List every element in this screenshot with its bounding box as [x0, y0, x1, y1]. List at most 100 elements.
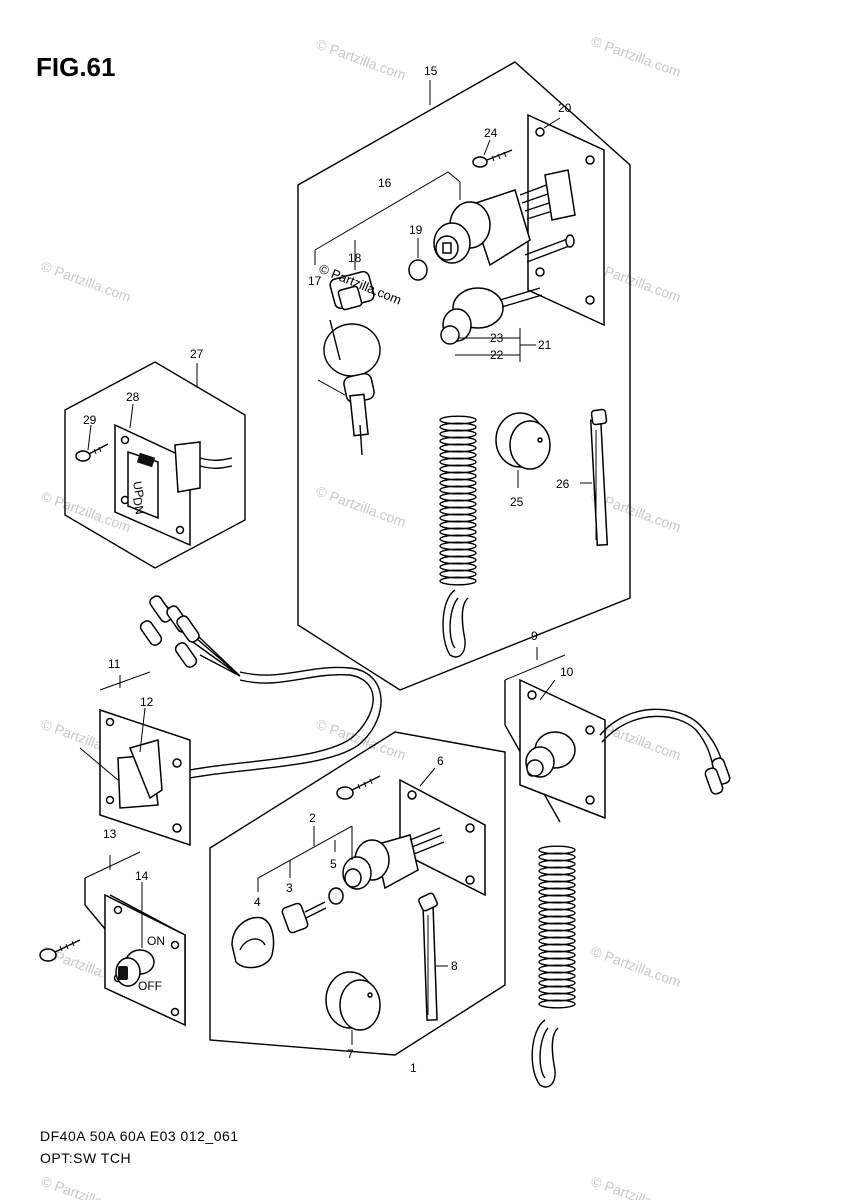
group-outline-15: [297, 61, 631, 691]
cap-25: [495, 412, 551, 470]
cable-end: [565, 234, 575, 248]
callout-9: 9: [531, 629, 538, 643]
mounting-plate-20: [527, 113, 605, 327]
leader-line: [483, 139, 491, 156]
leader-line: [543, 117, 561, 129]
plate-hole: [585, 725, 595, 735]
plate-hole: [535, 127, 545, 137]
washer-5: [328, 887, 344, 905]
plate-hole: [585, 795, 595, 805]
callout-15: 15: [424, 64, 438, 78]
leader-line: [504, 654, 566, 681]
connector: [149, 595, 173, 623]
watermark: © Partzilla.com: [39, 258, 133, 305]
screw: [39, 939, 81, 962]
washer-19: [408, 259, 428, 281]
key-switch-1: [342, 827, 445, 890]
watermark: © Partzilla.com: [589, 1173, 683, 1200]
callout-1: 1: [410, 1061, 417, 1075]
callout-21: 21: [538, 338, 552, 352]
callout-29: 29: [83, 413, 97, 427]
switch-label-on: ON: [147, 934, 165, 948]
key-3: [281, 901, 327, 934]
switch-wire: [199, 457, 233, 469]
callout-20: 20: [558, 101, 572, 115]
callout-19: 19: [409, 223, 423, 237]
switch-cable-12: [189, 673, 374, 771]
callout-6: 6: [437, 754, 444, 768]
leader-line: [419, 767, 436, 787]
switch-housing: [174, 441, 201, 493]
callout-26: 26: [556, 477, 570, 491]
plate-hole: [465, 823, 475, 833]
mounting-plate-6: [399, 778, 486, 897]
screw-29: [75, 443, 109, 462]
callout-3: 3: [286, 881, 293, 895]
plate-hole: [585, 295, 595, 305]
cable-tie-8: [418, 892, 438, 1021]
toggle-switch-14: [115, 949, 155, 987]
assembly-27-panel: UP DN: [64, 361, 246, 569]
ignition-key-switch: [433, 169, 576, 267]
switch-label-dn: DN: [130, 496, 147, 516]
coiled-lanyard-9: [538, 845, 576, 1009]
group-bracket-16: [314, 171, 461, 251]
group-outline-1: [209, 731, 506, 1056]
screw-24: [472, 149, 513, 168]
leader-line: [79, 747, 119, 781]
callout-13: 13: [103, 827, 117, 841]
leader-line: [129, 403, 134, 429]
assembly-9-panel: [504, 647, 731, 1088]
leader-line: [87, 424, 92, 451]
watermark: © Partzilla.com: [314, 36, 408, 83]
screw: [336, 775, 381, 800]
plate-hole: [172, 823, 182, 833]
switch-label-up: UP: [130, 480, 147, 499]
watermark: © Partzilla.com: [589, 33, 683, 80]
callout-17: 17: [308, 274, 322, 288]
callout-7: 7: [347, 1047, 354, 1061]
callout-28: 28: [126, 390, 140, 404]
lanyard-clip: [442, 589, 469, 658]
assembly-1-panel: [209, 731, 506, 1056]
switch-label-off: OFF: [138, 979, 162, 993]
coil-loop: [538, 999, 576, 1009]
leader-line: [539, 679, 556, 701]
connector: [704, 767, 724, 795]
assembly-15-panel: [297, 61, 631, 691]
connector: [139, 620, 163, 646]
key-cover-4: [231, 916, 275, 969]
cap-7: [325, 971, 381, 1031]
callout-25: 25: [510, 495, 524, 509]
assembly-11-group: [79, 595, 382, 847]
group-bracket-2: [257, 825, 353, 879]
watermark: © Partzilla.com: [314, 716, 408, 763]
watermark: © Partzilla.com: [39, 1173, 133, 1200]
footer-diagram-name: OPT:SW TCH: [40, 1150, 132, 1166]
lanyard-clip-9: [531, 1019, 559, 1088]
plate-hole: [535, 267, 545, 277]
rocker-tab: [136, 452, 156, 468]
plate-hole: [465, 875, 475, 885]
switch-boot: [128, 739, 163, 800]
watermark: © Partzilla.com: [314, 483, 408, 530]
key-set-17: [323, 270, 381, 456]
plate-hole: [407, 790, 417, 800]
plate-hole: [585, 155, 595, 165]
emergency-stop-switch: [440, 287, 543, 345]
callout-24: 24: [484, 126, 498, 140]
cable-tie-26: [589, 408, 609, 546]
leader-line: [139, 707, 146, 753]
leader-line: [99, 671, 151, 691]
callout-5: 5: [330, 857, 337, 871]
wire-leads: [159, 599, 241, 677]
switch-cable-12: [189, 666, 382, 779]
connector: [176, 615, 200, 643]
callout-4: 4: [254, 895, 261, 909]
assembly-13-group: ON OFF: [39, 851, 186, 1027]
plate-hole: [175, 525, 185, 535]
callout-2: 2: [309, 811, 316, 825]
plate-hole: [120, 435, 130, 445]
callout-12: 12: [140, 695, 154, 709]
